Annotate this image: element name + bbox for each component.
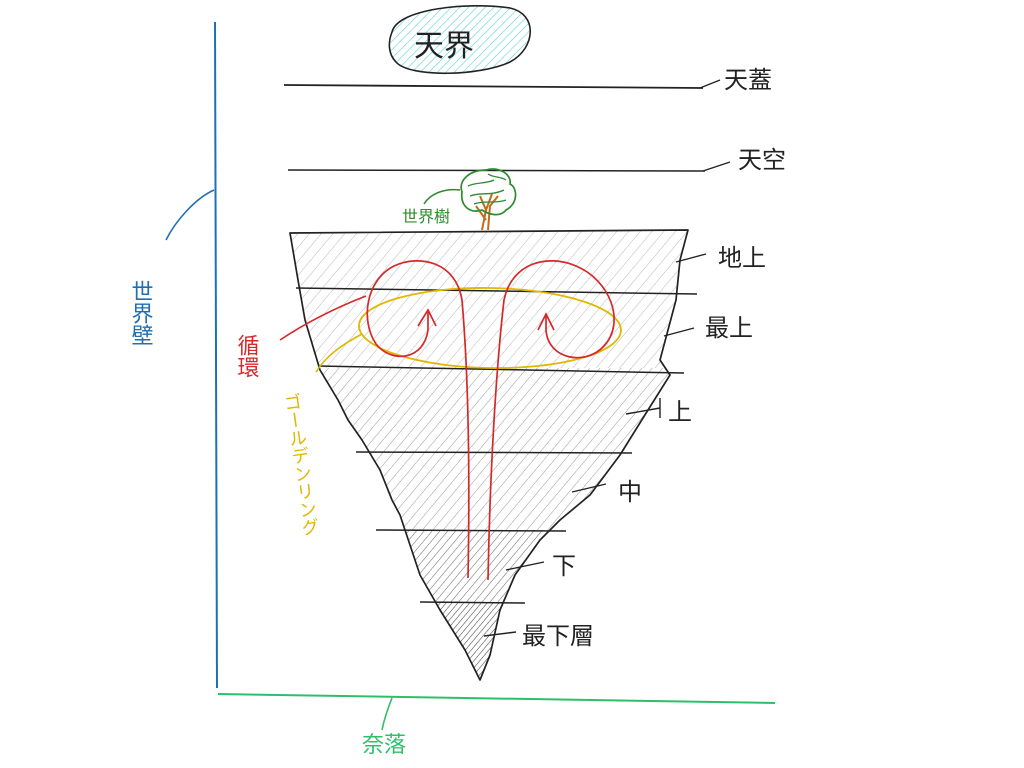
circulation-right-loop bbox=[487, 259, 615, 581]
abyss: 奈落 bbox=[217, 693, 776, 758]
divider-4 bbox=[375, 529, 567, 532]
abyss-line bbox=[217, 693, 776, 704]
layer-label-surface: 地上 bbox=[718, 244, 766, 272]
world-wall-leader bbox=[165, 189, 215, 241]
layer-label-lowest: 最下層 bbox=[522, 622, 594, 650]
circulation-left-loop bbox=[366, 259, 470, 579]
circulation: 循環 bbox=[234, 259, 615, 581]
abyss-label: 奈落 bbox=[362, 733, 406, 758]
layer-leader-5 bbox=[483, 631, 517, 637]
tenku-layer: 天空 bbox=[287, 146, 786, 174]
divider-3 bbox=[355, 451, 633, 454]
layer-label-uppermost: 最上 bbox=[705, 314, 753, 342]
tengai-layer: 天蓋 bbox=[283, 66, 772, 94]
layer-leader-1 bbox=[663, 327, 695, 337]
world-tree-leader bbox=[423, 188, 461, 205]
circulation-leader bbox=[279, 295, 367, 341]
band-lowest bbox=[290, 602, 688, 680]
band-surface bbox=[290, 230, 688, 288]
layer-labels: 地上 最上 上 中 下 最下層 bbox=[483, 244, 766, 650]
tengai-label: 天蓋 bbox=[724, 66, 772, 94]
tenku-line bbox=[287, 169, 706, 172]
layer-label-lower: 下 bbox=[552, 552, 576, 580]
circulation-label: 循環 bbox=[234, 334, 260, 378]
tree-canopy bbox=[460, 168, 517, 216]
layer-leader-0 bbox=[675, 253, 707, 263]
golden-ring-leader bbox=[315, 333, 363, 373]
band-uppermost bbox=[290, 288, 688, 368]
world-wall-label: 世界壁 bbox=[128, 280, 154, 346]
tenku-label: 天空 bbox=[738, 146, 786, 174]
diagram-title: 天界 bbox=[414, 29, 474, 64]
layer-leader-4 bbox=[505, 561, 545, 571]
world-wall: 世界壁 bbox=[128, 21, 218, 689]
tengai-line bbox=[283, 84, 704, 89]
abyss-leader bbox=[381, 697, 393, 731]
layer-label-middle: 中 bbox=[618, 478, 642, 506]
tengai-leader bbox=[699, 79, 721, 89]
divider-2 bbox=[317, 365, 685, 374]
circulation-right-arrow bbox=[537, 312, 555, 331]
circulation-left-arrow bbox=[417, 308, 437, 327]
world-wall-line bbox=[214, 21, 218, 689]
land-outline bbox=[289, 229, 689, 681]
layer-leader-2 bbox=[625, 398, 661, 418]
golden-ring-ellipse bbox=[358, 287, 622, 369]
divider-1 bbox=[295, 287, 698, 295]
golden-ring-label: ゴールデンリング bbox=[280, 392, 321, 538]
world-tree-label: 世界樹 bbox=[402, 207, 450, 226]
world-tree: 世界樹 bbox=[402, 168, 517, 231]
layer-leader-3 bbox=[571, 483, 607, 493]
tenku-leader bbox=[702, 161, 731, 172]
band-lower bbox=[290, 530, 688, 602]
floating-land bbox=[289, 229, 698, 681]
layer-label-upper: 上 bbox=[668, 398, 692, 426]
title-bubble: 天界 bbox=[388, 5, 532, 75]
tree-canopy-texture bbox=[467, 173, 507, 205]
divider-5 bbox=[419, 601, 526, 604]
